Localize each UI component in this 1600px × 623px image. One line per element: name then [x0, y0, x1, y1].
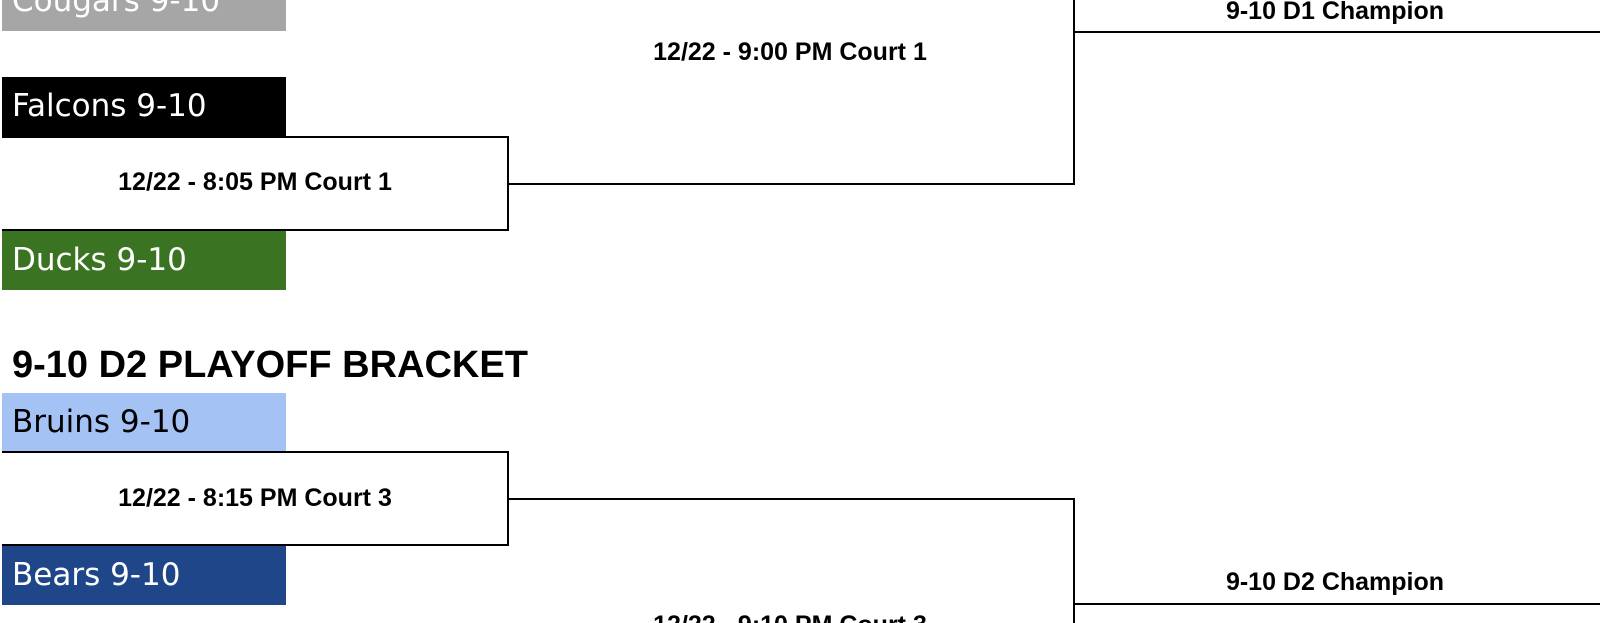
game-label-d2-final: 12/22 - 9:10 PM Court 3 [560, 611, 1020, 623]
champion-line-d2 [1073, 603, 1600, 605]
bracket-line-d2-semi-out [507, 498, 1075, 500]
team-cougars: Cougars 9-10 [2, 0, 286, 31]
game-label-d1-final: 12/22 - 9:00 PM Court 1 [653, 38, 927, 66]
team-bears: Bears 9-10 [2, 546, 286, 605]
champion-label-d1: 9-10 D1 Champion [1225, 0, 1445, 25]
bracket-line-d2-final-vertical [1073, 498, 1075, 623]
champion-line-d1 [1073, 31, 1600, 33]
bracket-line-d1-semi-top [2, 136, 509, 138]
game-label-d1-semifinal: 12/22 - 8:05 PM Court 1 [118, 168, 392, 196]
team-falcons: Falcons 9-10 [2, 77, 286, 136]
bracket-line-d1-final-vertical [1073, 0, 1075, 185]
team-ducks: Ducks 9-10 [2, 231, 286, 290]
game-label-d2-semifinal: 12/22 - 8:15 PM Court 3 [118, 484, 392, 512]
game-label-d2-final-clip: 12/22 - 9:10 PM Court 3 [560, 608, 1020, 623]
bracket-line-d2-semi-bottom [2, 544, 509, 546]
bracket-title-d2: 9-10 D2 PLAYOFF BRACKET [12, 344, 528, 386]
bracket-line-d1-semi-bottom [2, 229, 509, 231]
bracket-line-d1-semi-out [507, 183, 1075, 185]
bracket-line-d2-semi-top [2, 451, 509, 453]
champion-label-d2: 9-10 D2 Champion [1225, 568, 1445, 596]
team-bruins: Bruins 9-10 [2, 393, 286, 452]
